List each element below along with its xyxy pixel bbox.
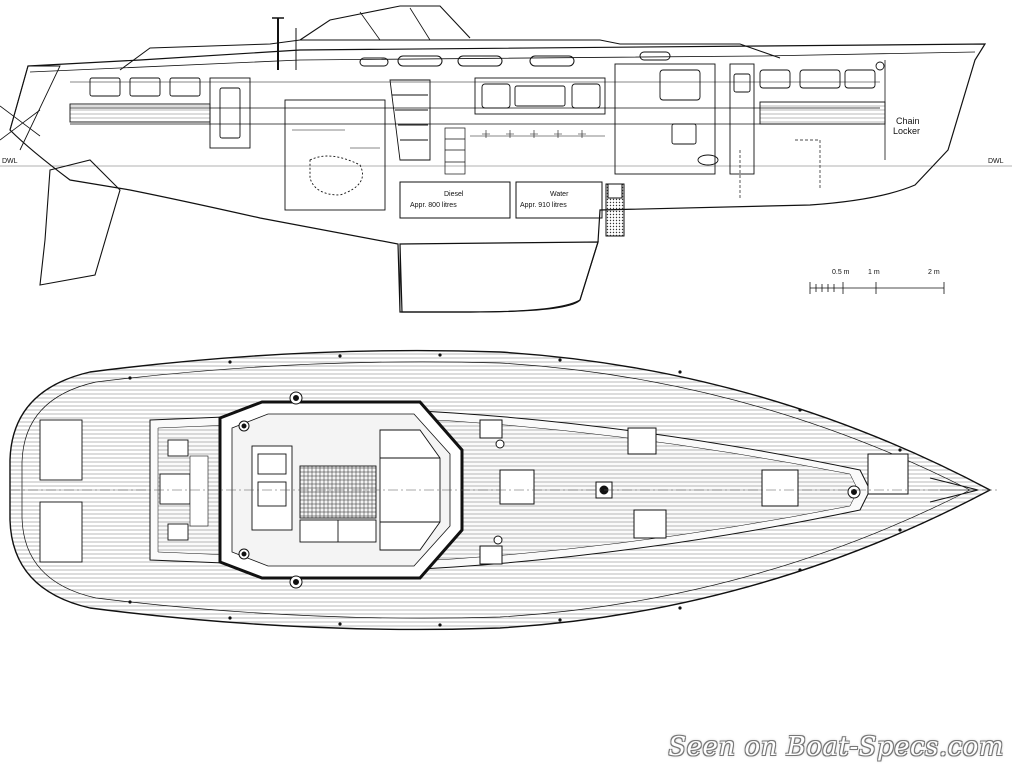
portlights [359, 51, 671, 67]
winches [238, 391, 505, 589]
scale-bar [809, 282, 945, 294]
saloon [470, 77, 606, 138]
chain-locker-label-2: Locker [893, 126, 920, 136]
companionway-steps [389, 79, 431, 161]
engine-room [284, 99, 386, 211]
water-tank-label: Water [550, 191, 569, 198]
deck-plan [9, 349, 1000, 631]
chain-locker-label: Chain [896, 116, 920, 126]
diesel-tank-label: Diesel [444, 191, 464, 198]
scale-tick-1: 1 m [868, 269, 880, 276]
tanks [399, 181, 625, 237]
forward-heads [614, 63, 755, 175]
watermark: Seen on Boat-Specs.com [668, 732, 1004, 762]
water-tank-capacity: Appr. 910 litres [520, 202, 567, 209]
stern-rail [9, 65, 61, 151]
scale-tick-05: 0.5 m [832, 269, 850, 276]
dwl-label-right: DWL [988, 158, 1004, 165]
scale-tick-2: 2 m [928, 269, 940, 276]
deckhouse [119, 39, 781, 71]
aft-cabin [69, 77, 251, 149]
rudder [39, 159, 121, 286]
dwl-label-left: DWL [2, 158, 18, 165]
forward-cabin [759, 60, 886, 160]
aft-lockers [39, 419, 209, 563]
side-profile [0, 5, 1012, 313]
sheer-line [29, 51, 976, 73]
stanchions [128, 353, 902, 627]
drawers [444, 127, 466, 175]
sprayhood [299, 5, 471, 41]
diesel-tank-capacity: Appr. 800 litres [410, 202, 457, 209]
deck-hatches [479, 419, 909, 565]
keel [399, 241, 599, 313]
